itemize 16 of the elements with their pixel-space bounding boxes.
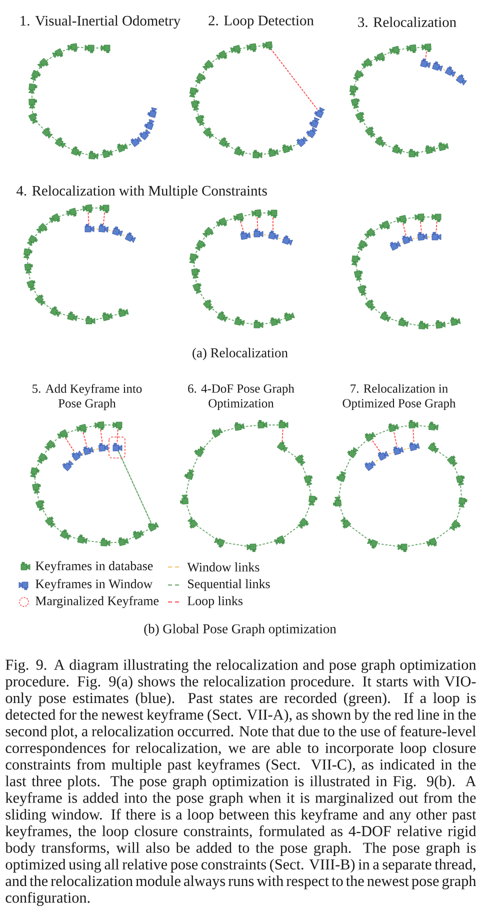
- legend-label: Loop links: [188, 596, 242, 608]
- plot-title: 3. Relocalization: [358, 16, 456, 28]
- legend-label: Keyframes in database: [36, 561, 153, 573]
- plot-title: 4. Relocalization with Multiple Constraints: [16, 185, 267, 199]
- legend-label: Sequential links: [188, 579, 270, 591]
- legend-label: Marginalized Keyframe: [36, 596, 159, 608]
- plot-title: 2. Loop Detection: [208, 16, 314, 28]
- plot-title: 6. 4-DoF Pose Graph Optimization: [188, 384, 294, 410]
- plot-title: 5. Add Keyframe into Pose Graph: [32, 384, 142, 410]
- legend-label: Window links: [187, 562, 260, 572]
- subfigure-caption: (b) Global Pose Graph optimization: [144, 624, 336, 636]
- figure-caption: Fig. 9. A diagram illustrating the relocalization and pose graph optimization procedure. Fig. 9(a) shows the relocalization procedure. It starts with VIO-only pose estimates (blue). Past states are recorded (green). If a loop is detected for the newest keyframe (Sect. VII-A), as shown by the red line in the second plot, a relocalization occurred. Note that due to the use of feature-level correspondences for relocalization, we are able to incorporate loop closure constraints from multiple past keyframes (Sect. VII-C), as indicated in the last three plots. The pose graph optimization is illustrated in Fig. 9(b). A keyframe is added into the pose graph when it is marginalized out from the sliding window. If there is a loop between this keyframe and any other past keyframes, the loop closure constraints, formulated as 4-DOF relative rigid body transforms, will also be added to the pose graph. The pose graph is optimized using all relative pose constraints (Sect. VIII-B) in a separate thread, and the relocalization module always runs with respect to the newest pose graph configuration.: [5, 659, 476, 906]
- plot-title: 7. Relocalization in Optimized Pose Graph: [342, 384, 456, 410]
- plot-title: 1. Visual-Inertial Odometry: [20, 15, 181, 29]
- subfigure-caption: (a) Relocalization: [192, 348, 288, 360]
- legend-label: Keyframes in Window: [36, 579, 153, 591]
